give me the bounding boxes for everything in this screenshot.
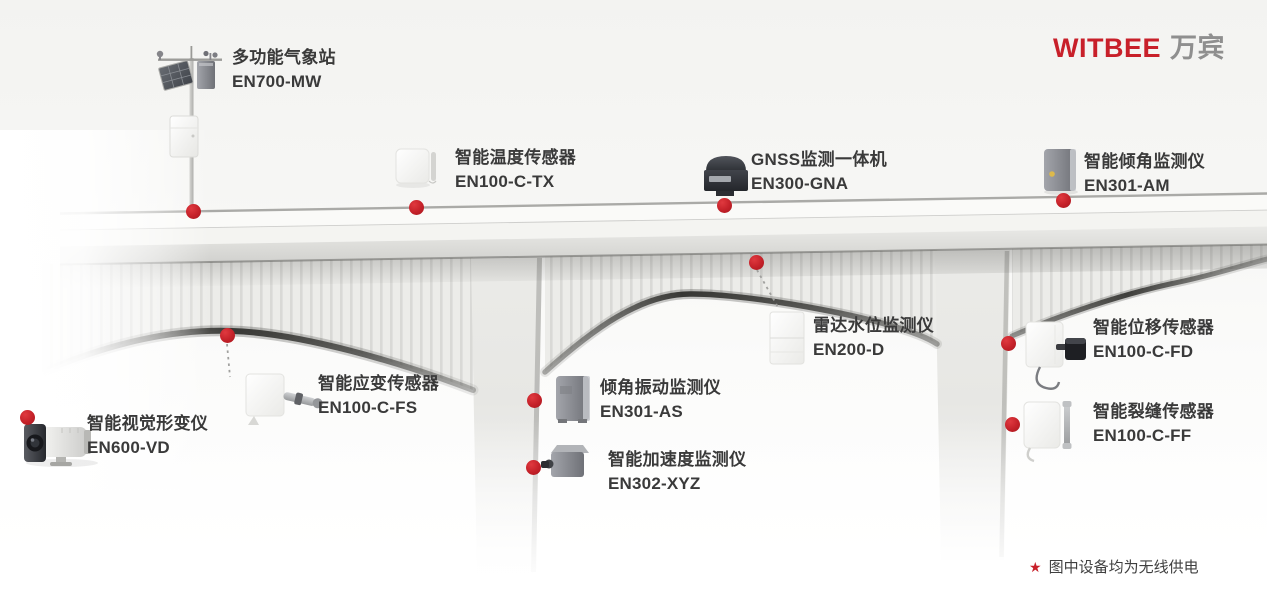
device-label-acceleration-monitor: 智能加速度监测仪 EN302-XYZ xyxy=(608,448,746,496)
weather-station-illustration xyxy=(156,46,222,211)
strain-connector-line xyxy=(226,343,231,378)
marker-gnss-monitor xyxy=(716,197,732,213)
device-label-temperature-sensor: 智能温度传感器 EN100-C-TX xyxy=(455,146,576,194)
tilt-monitor-illustration xyxy=(1044,149,1078,195)
marker-strain-sensor xyxy=(219,327,235,343)
device-model: EN302-XYZ xyxy=(608,474,701,493)
deck-under-shadow xyxy=(60,244,1267,289)
spandrel-middle xyxy=(545,249,937,372)
marker-weather-station xyxy=(185,203,201,219)
device-name: GNSS监测一体机 xyxy=(751,150,887,169)
device-model: EN100-C-FF xyxy=(1093,426,1192,445)
device-label-tilt-vibration-monitor: 倾角振动监测仪 EN301-AS xyxy=(600,376,721,424)
device-name: 雷达水位监测仪 xyxy=(813,316,935,335)
device-model: EN100-C-FS xyxy=(318,398,418,417)
device-name: 智能加速度监测仪 xyxy=(608,450,747,469)
brand-logo-text: WITBEE xyxy=(1053,33,1161,63)
temperature-sensor-illustration xyxy=(395,148,437,188)
marker-radar-water-level xyxy=(748,254,764,270)
device-model: EN700-MW xyxy=(232,72,322,91)
device-name: 智能温度传感器 xyxy=(455,148,577,167)
device-model: EN301-AS xyxy=(600,402,683,421)
device-name: 智能倾角监测仪 xyxy=(1084,152,1206,171)
marker-visual-deformation xyxy=(19,409,35,425)
visual-deformation-camera-illustration xyxy=(24,424,98,467)
marker-tilt-monitor xyxy=(1055,192,1071,208)
device-name: 倾角振动监测仪 xyxy=(600,378,722,397)
strain-sensor-illustration xyxy=(245,373,323,425)
device-label-weather-station: 多功能气象站 EN700-MW xyxy=(232,46,336,94)
displacement-sensor-illustration xyxy=(1025,321,1086,390)
device-name: 智能视觉形变仪 xyxy=(87,414,209,433)
device-model: EN100-C-FD xyxy=(1093,342,1194,361)
marker-displacement-sensor xyxy=(1000,335,1016,351)
radar-water-level-illustration xyxy=(769,311,805,365)
device-name: 智能位移传感器 xyxy=(1093,318,1215,337)
device-label-radar-water-level: 雷达水位监测仪 EN200-D xyxy=(813,314,934,362)
device-label-gnss-monitor: GNSS监测一体机 EN300-GNA xyxy=(751,148,887,196)
footnote-text: 图中设备均为无线供电 xyxy=(1048,559,1199,576)
device-label-tilt-monitor: 智能倾角监测仪 EN301-AM xyxy=(1084,150,1205,198)
device-model: EN200-D xyxy=(813,340,885,359)
gnss-monitor-illustration xyxy=(704,156,748,196)
radar-connector-line xyxy=(756,269,780,310)
device-model: EN301-AM xyxy=(1084,176,1170,195)
marker-acceleration-monitor xyxy=(525,459,541,475)
marker-temperature-sensor xyxy=(408,199,424,215)
tilt-vibration-monitor-illustration xyxy=(556,376,590,423)
device-model: EN300-GNA xyxy=(751,174,849,193)
crack-sensor-illustration xyxy=(1023,401,1072,463)
device-model: EN600-VD xyxy=(87,438,170,457)
device-label-strain-sensor: 智能应变传感器 EN100-C-FS xyxy=(318,372,439,420)
device-name: 智能应变传感器 xyxy=(318,374,440,393)
device-label-crack-sensor: 智能裂缝传感器 EN100-C-FF xyxy=(1093,400,1214,448)
brand-logo-suffix: 万宾 xyxy=(1170,33,1225,63)
marker-tilt-vibration-monitor xyxy=(526,392,542,408)
device-label-displacement-sensor: 智能位移传感器 EN100-C-FD xyxy=(1093,316,1214,364)
device-model: EN100-C-TX xyxy=(455,172,555,191)
arch-right xyxy=(1007,254,1267,341)
marker-crack-sensor xyxy=(1004,416,1020,432)
footnote: ★ 图中设备均为无线供电 xyxy=(1029,556,1199,577)
arch-middle xyxy=(540,288,942,377)
acceleration-monitor-illustration xyxy=(541,445,589,477)
device-name: 智能裂缝传感器 xyxy=(1093,402,1215,421)
bridge-deck xyxy=(59,192,1267,266)
brand-logo: WITBEE 万宾 xyxy=(1053,26,1225,65)
bottom-fog-fade xyxy=(0,420,1267,605)
device-name: 多功能气象站 xyxy=(232,48,336,67)
star-icon: ★ xyxy=(1029,559,1042,575)
device-label-visual-deformation: 智能视觉形变仪 EN600-VD xyxy=(87,412,208,460)
